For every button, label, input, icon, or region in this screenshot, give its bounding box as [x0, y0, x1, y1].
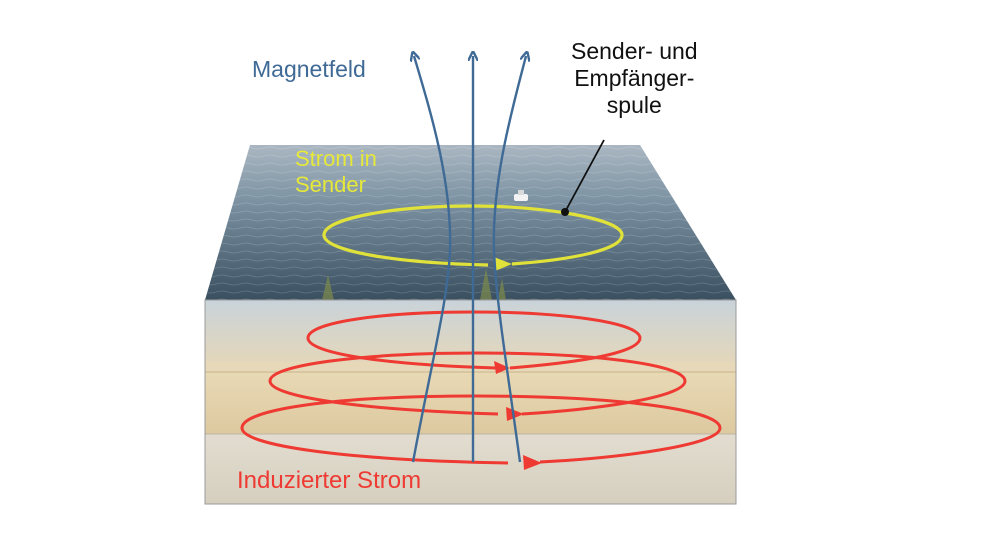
- magnetic-field-lines: [413, 56, 526, 463]
- field-line-left: [413, 56, 452, 463]
- coil-pointer: [561, 139, 605, 216]
- transmitter-current-label: Strom in Sender: [295, 146, 377, 198]
- induced-arrow-2: [506, 407, 524, 421]
- induced-arrow-3: [523, 455, 542, 470]
- transmitter-label-line-2: Sender: [295, 171, 366, 197]
- water-surface: [205, 145, 736, 300]
- ground-layer: [205, 434, 736, 504]
- transmitter-loop: [322, 204, 624, 271]
- magnetic-field-label: Magnetfeld: [252, 56, 366, 82]
- coil-label: Sender- und Empfänger- spule: [571, 38, 698, 119]
- induced-loop-1: [306, 310, 642, 370]
- coil-label-line-3: spule: [606, 92, 662, 119]
- sand-layer: [205, 372, 736, 434]
- induced-loop-3: [240, 394, 722, 465]
- induced-current-loops: [240, 310, 722, 465]
- induced-loop-2: [268, 351, 687, 416]
- induced-arrow-1: [494, 361, 510, 374]
- induced-current-arrowheads: [494, 361, 542, 470]
- coil-label-line-2: Empfänger-: [574, 65, 695, 92]
- transmitter-arrow: [494, 257, 512, 271]
- boat-icon: [514, 190, 528, 201]
- field-line-right: [492, 56, 526, 463]
- transmitter-label-line-1: Strom in: [295, 146, 377, 171]
- coil-label-line-1: Sender- und: [571, 38, 698, 64]
- induced-current-label: Induzierter Strom: [237, 467, 422, 494]
